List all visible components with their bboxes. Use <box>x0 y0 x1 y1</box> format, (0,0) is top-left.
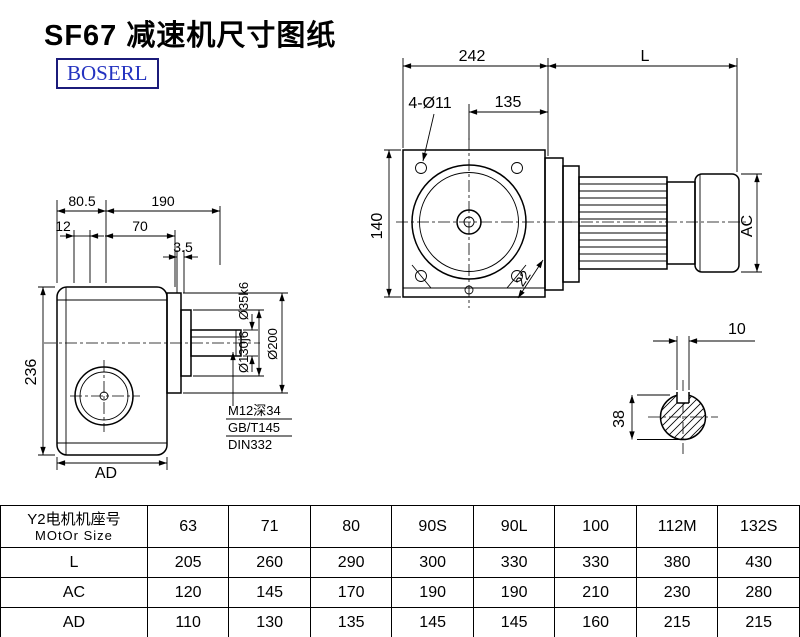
dim-12: 12 <box>55 218 71 234</box>
dim-AD: AD <box>95 465 117 482</box>
table-cell: 290 <box>309 547 393 578</box>
dim-10: 10 <box>728 321 746 338</box>
table-cell: 160 <box>554 607 637 637</box>
note-din-standard: DIN332 <box>228 437 272 452</box>
dim-L: L <box>641 48 650 65</box>
row-label-L: L <box>0 547 148 578</box>
table-cell: 215 <box>635 607 719 637</box>
table-cell: 300 <box>391 547 474 578</box>
table-cell: 170 <box>309 577 393 608</box>
dim-22: 22 <box>512 267 534 289</box>
motor-size-cell: 63 <box>146 505 230 548</box>
table-cell: 130 <box>228 607 311 637</box>
table-cell: 135 <box>309 607 393 637</box>
side-housing <box>56 286 242 456</box>
note-gb-standard: GB/T145 <box>228 420 280 435</box>
keyway-slot <box>676 392 690 404</box>
bolt-hole <box>511 162 523 174</box>
motor-size-cell: 132S <box>717 505 800 548</box>
table-cell: 280 <box>717 577 800 608</box>
dim-135: 135 <box>495 94 522 111</box>
flange-circle <box>411 164 527 280</box>
technical-drawing: 242 L 135 4-Ø11 140 AC 22 <box>23 48 762 482</box>
dim-38: 38 <box>611 410 628 428</box>
motor-size-cell: 90S <box>391 505 474 548</box>
dim-236: 236 <box>23 359 40 386</box>
side-view: 80.5 190 12 70 3.5 236 AD Ø35k6 Ø130j6 Ø… <box>23 193 292 482</box>
fan-cowl <box>694 173 740 273</box>
motor-fins <box>579 174 701 272</box>
table-cell: 190 <box>391 577 474 608</box>
side-housing-details <box>57 287 241 455</box>
table-cell: 110 <box>146 607 230 637</box>
dim-190: 190 <box>151 193 175 209</box>
output-shaft <box>190 329 242 357</box>
front-view: 242 L 135 4-Ø11 140 AC 22 <box>369 48 762 308</box>
front-dimension-lines <box>384 58 762 299</box>
table-cell: 230 <box>635 577 719 608</box>
dim-3-5: 3.5 <box>173 239 193 255</box>
table-cell: 260 <box>228 547 311 578</box>
page-title: SF67 减速机尺寸图纸 <box>44 20 337 52</box>
dim-70: 70 <box>132 218 148 234</box>
motor-size-cell: 80 <box>309 505 393 548</box>
front-dimension-texts: 242 L 135 4-Ø11 140 AC 22 <box>369 48 756 289</box>
table-cell: 330 <box>554 547 637 578</box>
dim-AC: AC <box>739 215 756 237</box>
motor-body <box>544 157 740 291</box>
shaft-section-view: 10 38 <box>611 321 755 454</box>
side-dimension-texts: 80.5 190 12 70 3.5 236 AD Ø35k6 Ø130j6 Ø… <box>23 193 281 482</box>
bolt-hole <box>415 270 427 282</box>
output-bore <box>74 366 134 426</box>
row-label-AC: AC <box>0 577 148 608</box>
dim-hub-diameter: Ø130j6 <box>236 331 251 373</box>
row-label-AD: AD <box>0 607 148 637</box>
header-line-en: MOtOr Size <box>35 527 113 543</box>
dim-shaft-diameter: Ø35k6 <box>236 282 251 320</box>
brand-logo: BOSERL <box>56 58 159 89</box>
dim-flange-diameter: Ø200 <box>265 328 280 360</box>
brand-logo-text: BOSERL <box>67 61 148 85</box>
section-dimension-lines <box>629 336 755 440</box>
table-cell: 145 <box>391 607 474 637</box>
table-cell: 145 <box>228 577 311 608</box>
table-cell: 215 <box>717 607 800 637</box>
table-cell: 330 <box>472 547 556 578</box>
dim-242: 242 <box>459 48 486 65</box>
dim-4xO11: 4-Ø11 <box>408 95 451 112</box>
side-dimension-lines <box>38 200 292 470</box>
motor-size-cell: 71 <box>228 505 311 548</box>
motor-size-cell: 112M <box>635 505 719 548</box>
table-cell: 430 <box>717 547 800 578</box>
motor-size-cell: 100 <box>554 505 637 548</box>
dim-80-5: 80.5 <box>68 193 95 209</box>
bolt-hole <box>415 162 427 174</box>
table-cell: 145 <box>472 607 556 637</box>
table-cell: 190 <box>472 577 556 608</box>
table-cell: 120 <box>146 577 230 608</box>
table-cell: 380 <box>635 547 719 578</box>
motor-dimension-table: Y2电机机座号 MOtOr Size 63 71 80 90S 90L 100 … <box>0 505 800 637</box>
motor-size-cell: 90L <box>472 505 556 548</box>
section-centerlines <box>648 380 718 454</box>
table-header-motor-size: Y2电机机座号 MOtOr Size <box>0 505 148 548</box>
table-cell: 205 <box>146 547 230 578</box>
dim-140: 140 <box>369 213 386 240</box>
note-tapped-hole: M12深34 <box>228 403 281 418</box>
header-line-cn: Y2电机机座号 <box>27 510 121 528</box>
table-cell: 210 <box>554 577 637 608</box>
